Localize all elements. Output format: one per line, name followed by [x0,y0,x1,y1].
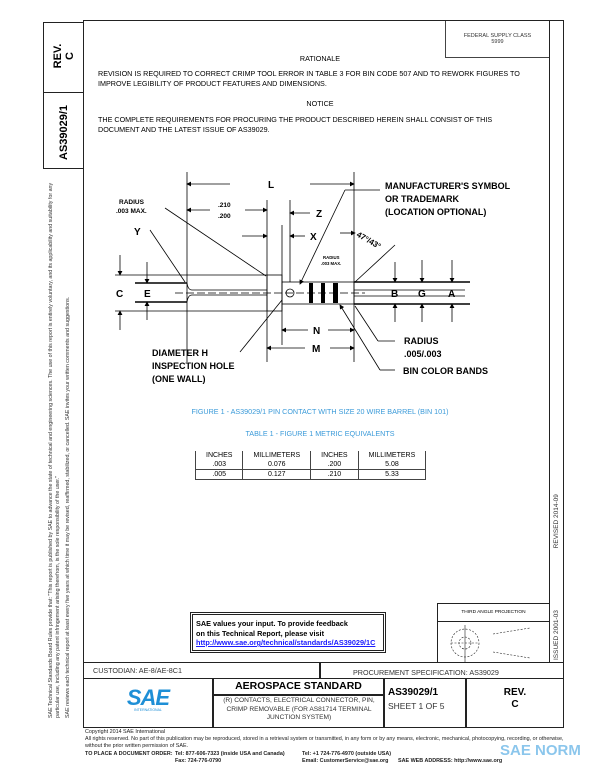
title-doc-number: AS39029/1 [388,687,439,698]
table-cell: 0.127 [242,469,312,480]
third-angle-projection-icon [450,625,531,662]
dim-N: N [313,326,320,337]
table-cell: .005 [194,469,244,480]
sae-logo-sub: INTERNATIONAL [134,708,162,712]
doc-description: (R) CONTACTS, ELECTRICAL CONNECTOR, PIN,… [223,697,375,721]
rationale-heading: RATIONALE [299,54,341,63]
mfr-label-3: (LOCATION OPTIONAL) [385,207,486,217]
projection-label: THIRD ANGLE PROJECTION [438,604,549,622]
color-band-2 [321,283,325,303]
table-cell: 5.33 [357,469,427,480]
dim-Z: Z [316,209,322,220]
footer-contacts-2: Tel: +1 724-776-4970 (outside USA) Email… [302,751,391,765]
dim-M: M [312,344,320,355]
radius-right-value: .005/.003 [404,349,442,359]
page-frame [83,20,564,728]
dim-X: X [310,232,317,243]
feedback-line-2: on this Technical Report, please visit [196,628,324,638]
dim-210: .210 [218,202,231,209]
dim-A: A [448,289,455,300]
sae-norm-watermark: SAE NORM [500,742,581,759]
aerospace-standard-title: AEROSPACE STANDARD [235,680,362,692]
radius-small-value: .003 MAX. [321,261,341,266]
mfr-label-1: MANUFACTURER'S SYMBOL [385,181,511,191]
footer-contacts-1: Tel: 877-606-7323 (inside USA and Canada… [175,751,285,765]
metric-table: INCHES MILLIMETERS INCHES MILLIMETERS .0… [194,451,427,480]
procurement-spec: PROCUREMENT SPECIFICATION: AS39029 [353,668,499,677]
bin-bands-label: BIN COLOR BANDS [403,366,488,376]
radius-right-label: RADIUS [404,336,439,346]
feedback-box: SAE values your input. To provide feedba… [190,612,386,653]
hole-label-3: (ONE WALL) [152,374,206,384]
radius-left-label: RADIUS [119,199,145,206]
title-rev: REV. C [466,687,564,711]
notice-text: THE COMPLETE REQUIREMENTS FOR PROCURING … [98,115,493,134]
dim-L: L [268,180,274,191]
footer-tel-usa: Tel: 877-606-7323 (inside USA and Canada… [175,751,285,757]
footer-rights: All rights reserved. No part of this pub… [85,736,564,749]
fsc-value: 5999 [491,39,504,45]
radius-left-value: .003 MAX. [116,208,147,215]
projection-box: THIRD ANGLE PROJECTION [437,603,550,663]
color-band-3 [333,283,338,303]
dim-200: .200 [218,213,231,220]
table-header-row: INCHES MILLIMETERS INCHES MILLIMETERS [194,451,427,460]
rationale-text: REVISION IS REQUIRED TO CORRECT CRIMP TO… [98,69,520,88]
notice-heading: NOTICE [306,99,334,108]
title-rev-value: C [511,699,519,710]
table-cell: .210 [310,469,359,480]
dim-E: E [144,289,151,300]
dim-C: C [116,289,123,300]
footer-email: Email: CustomerService@sae.org [302,758,389,764]
radius-small-label: RADIUS [323,255,340,260]
dim-B: B [391,289,398,300]
figure-caption: FIGURE 1 - AS39029/1 PIN CONTACT WITH SI… [191,407,449,416]
sae-logo: SAE INTERNATIONAL [113,685,183,713]
table-cell: .003 [194,460,244,470]
angle-label: 47°/43° [355,230,382,251]
footer-fax: Fax: 724-776-0790 [175,758,222,764]
table-header: MILLIMETERS [242,451,312,460]
sae-logo-text: SAE [126,685,170,710]
sheet-number: SHEET 1 OF 5 [388,701,445,711]
dim-G: G [418,289,426,300]
title-block: SAE INTERNATIONAL AEROSPACE STANDARD (R)… [83,678,564,728]
footer-web[interactable]: SAE WEB ADDRESS: http://www.sae.org [398,758,503,764]
table-cell: 0.076 [242,460,312,470]
custodian-row: CUSTODIAN: AE-8/AE-8C1 PROCUREMENT SPECI… [83,662,564,679]
footer-legal: Copyright 2014 SAE International All rig… [85,729,565,750]
color-band-1 [309,283,313,303]
mfr-label-2: OR TRADEMARK [385,194,459,204]
footer-tel-intl: Tel: +1 724-776-4970 (outside USA) [302,751,392,757]
footer-copyright: Copyright 2014 SAE International [85,729,166,735]
table-header: INCHES [310,451,359,460]
title-rev-label: REV. [503,687,527,698]
table-cell: 5.08 [357,460,427,470]
dim-Y: Y [134,227,141,238]
fsc-box: FEDERAL SUPPLY CLASS 5999 [445,21,549,58]
feedback-line-1: SAE values your input. To provide feedba… [196,619,348,628]
table-caption: TABLE 1 - FIGURE 1 METRIC EQUIVALENTS [245,429,395,438]
hole-label-2: INSPECTION HOLE [152,361,235,371]
footer-order-label: TO PLACE A DOCUMENT ORDER: [85,751,173,757]
table-header: MILLIMETERS [357,451,427,460]
feedback-link[interactable]: http://www.sae.org/technical/standards/A… [196,638,376,647]
table-row: .003 0.076 .200 5.08 [194,460,427,470]
hole-label-1: DIAMETER H [152,348,208,358]
table-cell: .200 [310,460,359,470]
table-row: .005 0.127 .210 5.33 [194,469,427,480]
table-header: INCHES [194,451,244,460]
right-strip-divider [549,21,550,663]
fsc-label: FEDERAL SUPPLY CLASS [463,33,532,39]
custodian-text: CUSTODIAN: AE-8/AE-8C1 [93,666,182,675]
